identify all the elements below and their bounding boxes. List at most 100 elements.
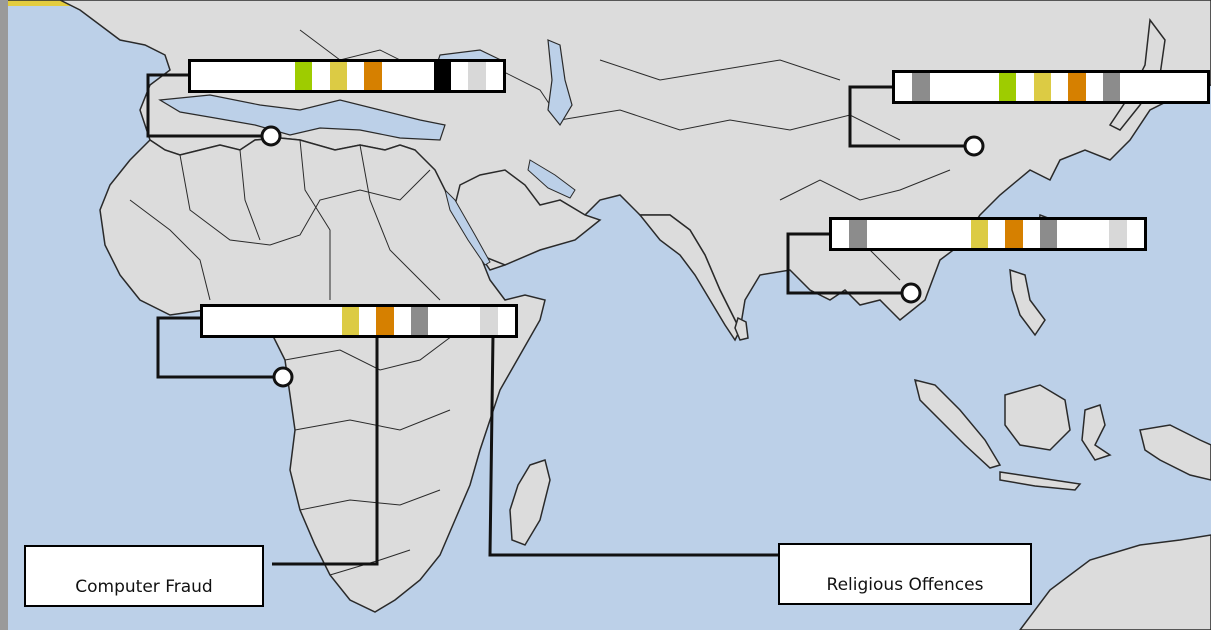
bar-segment-yellow: [329, 62, 348, 90]
bar-segment-grey: [1103, 73, 1121, 101]
bar-segment-white: [312, 62, 331, 90]
bar-segment-grey: [411, 307, 429, 335]
bar-segment-orange: [364, 62, 383, 90]
bar-segment-white: [895, 73, 913, 101]
marker-central-africa[interactable]: [272, 366, 294, 388]
bar-segment-white: [243, 62, 261, 90]
sumatra: [913, 378, 1002, 469]
connector-china: [848, 85, 973, 148]
bar-segment-yellow: [1033, 73, 1052, 101]
legend-computer-fraud-label: Computer Fraud: [75, 577, 213, 597]
bar-segment-white: [1057, 220, 1076, 248]
bar-segment-white: [884, 220, 902, 248]
bar-segment-white: [272, 307, 291, 335]
bar-segment-white: [225, 62, 244, 90]
new-guinea: [1139, 424, 1211, 481]
bar-segment-white: [220, 307, 239, 335]
mediterranean-sea: [158, 94, 446, 141]
bar-segment-white: [1085, 73, 1104, 101]
bar-segment-white: [416, 62, 435, 90]
bar-segment-yellow: [341, 307, 360, 335]
bar-segment-black: [433, 62, 452, 90]
bar-segment-white: [393, 307, 412, 335]
bar-segment-white: [1172, 73, 1191, 101]
connector-cambodia: [786, 232, 910, 295]
bar-segment-white: [1155, 73, 1173, 101]
bar-segment-white: [463, 307, 481, 335]
bar-segment-white: [191, 62, 209, 90]
bar-segment-white: [929, 73, 948, 101]
bar-segment-white: [964, 73, 983, 101]
arabian-peninsula: [454, 169, 602, 266]
bar-central-africa[interactable]: [200, 304, 518, 338]
bar-segment-white: [260, 62, 279, 90]
bar-segment-white: [918, 220, 937, 248]
bar-segment-white: [485, 62, 503, 90]
bar-segment-white: [428, 307, 447, 335]
bar-segment-white: [347, 62, 365, 90]
bar-segment-white: [947, 73, 965, 101]
bar-segment-white: [832, 220, 850, 248]
bar-segment-white: [1016, 73, 1035, 101]
bar-segment-white: [451, 62, 469, 90]
caspian-sea: [547, 39, 573, 127]
sri-lanka: [734, 316, 749, 341]
bar-segment-white: [399, 62, 417, 90]
bar-segment-white: [203, 307, 221, 335]
legend-religious-offences: Religious Offences: [778, 543, 1032, 605]
bar-segment-orange: [376, 307, 395, 335]
bar-segment-white: [289, 307, 308, 335]
bar-segment-white: [324, 307, 343, 335]
bar-segment-grey: [912, 73, 931, 101]
bar-segment-white: [1051, 73, 1069, 101]
bar-segment-lightgrey: [480, 307, 499, 335]
connector-computer-fraud: [272, 335, 379, 566]
legend-religious-offences-label: Religious Offences: [826, 575, 984, 595]
bar-tunisia[interactable]: [188, 59, 506, 93]
red-sea: [444, 188, 491, 266]
australia: [1019, 534, 1211, 630]
connector-tunisia: [146, 73, 270, 138]
bar-segment-white: [381, 62, 400, 90]
bar-segment-white: [988, 220, 1006, 248]
bar-segment-yellow: [970, 220, 989, 248]
bar-segment-lightgrey: [468, 62, 487, 90]
bar-segment-white: [497, 307, 515, 335]
bar-segment-white: [237, 307, 256, 335]
left-edge-bar: [0, 0, 8, 630]
bar-segment-green: [999, 73, 1017, 101]
bar-segment-orange: [1068, 73, 1087, 101]
bar-segment-orange: [1005, 220, 1024, 248]
marker-cambodia[interactable]: [900, 282, 922, 304]
persian-gulf: [527, 159, 576, 199]
bar-segment-lightgrey: [1109, 220, 1128, 248]
madagascar: [509, 459, 551, 546]
bar-segment-white: [1126, 220, 1144, 248]
bar-segment-white: [1022, 220, 1041, 248]
borneo: [1004, 384, 1071, 451]
bar-segment-white: [1137, 73, 1156, 101]
bar-segment-white: [277, 62, 296, 90]
bar-segment-white: [445, 307, 464, 335]
bar-cambodia[interactable]: [829, 217, 1147, 251]
bar-segment-white: [901, 220, 920, 248]
philippines: [1009, 268, 1046, 337]
bar-segment-white: [936, 220, 954, 248]
bar-segment-white: [866, 220, 885, 248]
bar-segment-white: [1189, 73, 1207, 101]
bar-segment-grey: [849, 220, 868, 248]
country-borders: [129, 29, 951, 576]
bar-segment-white: [1092, 220, 1110, 248]
connector-central-africa: [156, 316, 283, 379]
bar-segment-white: [1074, 220, 1093, 248]
bar-segment-green: [295, 62, 313, 90]
bar-segment-white: [981, 73, 1000, 101]
bar-china[interactable]: [892, 70, 1210, 104]
bar-segment-white: [1120, 73, 1139, 101]
legend-computer-fraud: Computer Fraud: [24, 545, 264, 607]
marker-china[interactable]: [963, 135, 985, 157]
marker-tunisia[interactable]: [260, 125, 282, 147]
bar-segment-grey: [1040, 220, 1058, 248]
bar-segment-white: [307, 307, 325, 335]
